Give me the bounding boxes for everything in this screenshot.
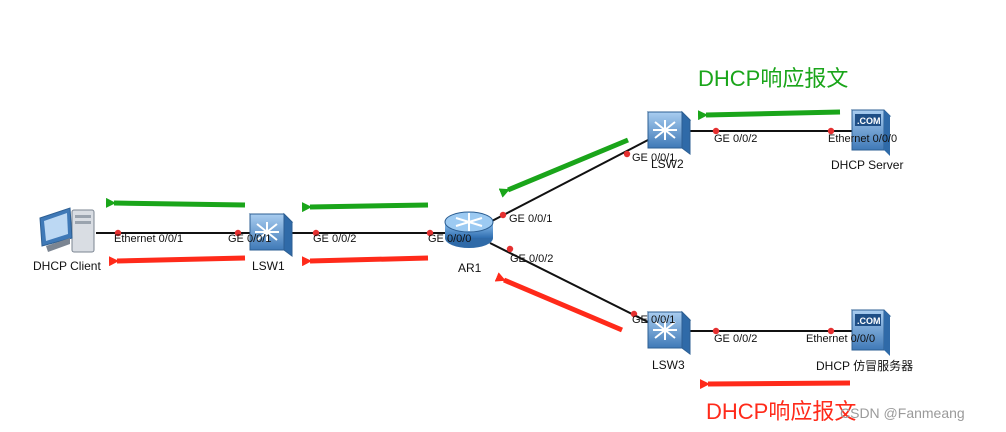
green-arrow-lsw1-to-client [105, 197, 246, 208]
port-label: GE 0/0/2 [714, 133, 757, 145]
red-arrow-ar1-to-lsw1 [301, 255, 429, 267]
port-labels: Ethernet 0/0/1 GE 0/0/1 GE 0/0/2 GE 0/0/… [114, 133, 897, 345]
red-arrow-lsw3-to-ar1 [494, 272, 623, 333]
device-lsw3[interactable]: LSW3 [646, 310, 692, 372]
red-arrow-lsw1-to-client [108, 255, 246, 267]
port-dot [630, 310, 638, 318]
red-response-label: DHCP响应报文 [706, 399, 856, 424]
device-label: LSW1 [252, 259, 285, 273]
device-lsw2[interactable]: LSW2 [646, 110, 692, 171]
device-label: LSW3 [652, 358, 685, 372]
pc-icon [39, 207, 95, 253]
device-label: DHCP Client [33, 259, 101, 273]
port-label: GE 0/0/1 [509, 213, 552, 225]
device-dhcp-client[interactable]: DHCP Client [33, 207, 101, 273]
green-arrow-ar1-to-lsw1 [301, 202, 429, 213]
port-dot [499, 211, 507, 219]
port-dot [506, 245, 514, 253]
port-label: GE 0/0/0 [428, 233, 471, 245]
device-dhcp-server[interactable]: .COM DHCP Server [831, 109, 903, 172]
port-label: GE 0/0/2 [510, 253, 553, 265]
link-ar1-lsw2 [489, 139, 649, 223]
switch-icon [646, 110, 692, 155]
device-label: DHCP 仿冒服务器 [816, 358, 913, 373]
port-dot [234, 229, 242, 237]
port-dot [827, 127, 835, 135]
port-dot [312, 229, 320, 237]
green-arrow-server-to-lsw2 [697, 109, 841, 121]
port-label: GE 0/0/1 [228, 233, 271, 245]
router-icon [444, 211, 494, 248]
device-label: AR1 [458, 261, 482, 275]
port-label: GE 0/0/2 [313, 233, 356, 245]
green-response-label: DHCP响应报文 [698, 66, 848, 91]
device-label: LSW2 [651, 157, 684, 171]
port-label: Ethernet 0/0/1 [114, 233, 183, 245]
response-arrows [105, 109, 851, 390]
port-dot [426, 229, 434, 237]
switch-icon [646, 310, 692, 355]
device-label: DHCP Server [831, 158, 903, 172]
port-dot [114, 229, 122, 237]
red-arrow-fake-to-lsw3 [699, 379, 851, 390]
port-label: Ethernet 0/0/0 [806, 333, 875, 345]
link-ar1-lsw3 [489, 242, 649, 323]
port-label: Ethernet 0/0/0 [828, 133, 897, 145]
port-dot [623, 150, 631, 158]
port-label: GE 0/0/2 [714, 333, 757, 345]
com-badge: .COM [857, 116, 881, 126]
device-ar1[interactable]: AR1 [444, 211, 494, 275]
com-badge: .COM [857, 316, 881, 326]
device-lsw1[interactable]: LSW1 [248, 212, 294, 273]
port-label: GE 0/0/1 [632, 152, 675, 164]
switch-icon [248, 212, 294, 257]
green-arrow-lsw2-to-ar1 [498, 137, 629, 198]
server-icon: .COM [850, 109, 892, 156]
port-dots [114, 127, 835, 335]
port-dot [827, 327, 835, 335]
port-dot [712, 127, 720, 135]
server-icon: .COM [850, 309, 892, 356]
watermark: CSDN @Fanmeang [840, 405, 965, 421]
port-dot [712, 327, 720, 335]
device-fake-dhcp-server[interactable]: .COM DHCP 仿冒服务器 [816, 309, 913, 373]
port-label: GE 0/0/1 [632, 314, 675, 326]
